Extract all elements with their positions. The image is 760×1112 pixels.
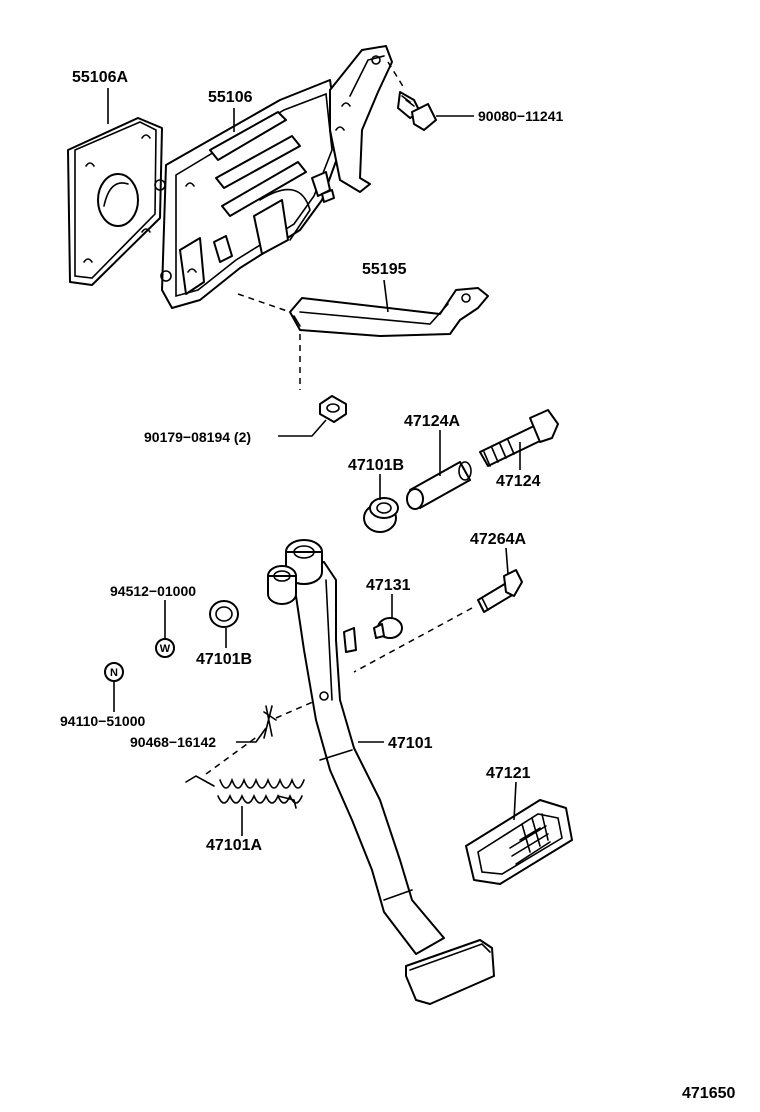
part-47131-stopper bbox=[373, 594, 403, 639]
part-47124-bolt bbox=[479, 409, 559, 470]
label-90179-08194: 90179−08194 (2) bbox=[144, 429, 251, 445]
label-47264A: 47264A bbox=[470, 531, 526, 548]
label-47131: 47131 bbox=[366, 577, 411, 594]
part-55106-bracket bbox=[154, 79, 341, 309]
label-47101B-top: 47101B bbox=[348, 457, 404, 474]
label-55106: 55106 bbox=[208, 89, 253, 106]
part-47101-brake-pedal bbox=[267, 539, 445, 955]
part-47124A-sleeve bbox=[406, 430, 472, 510]
part-55106A-plate bbox=[67, 117, 163, 286]
label-55195: 55195 bbox=[362, 261, 407, 278]
label-90468-16142: 90468−16142 bbox=[130, 734, 216, 750]
marker-w: W bbox=[160, 643, 171, 655]
part-47101A-spring bbox=[185, 735, 305, 836]
part-47121-pad-cover bbox=[465, 781, 573, 885]
label-47121: 47121 bbox=[486, 765, 531, 782]
label-94110-51000: 94110−51000 bbox=[60, 713, 145, 729]
label-47124A: 47124A bbox=[404, 413, 460, 430]
label-47124: 47124 bbox=[496, 473, 541, 490]
label-47101A: 47101A bbox=[206, 837, 262, 854]
label-90080-11241: 90080−11241 bbox=[478, 108, 563, 124]
part-90080-bolt bbox=[387, 61, 474, 131]
label-94512-01000: 94512−01000 bbox=[110, 583, 196, 599]
part-90468-clip bbox=[236, 697, 323, 743]
part-47101B-bushing-top bbox=[363, 474, 399, 533]
drawing-number: 471650 bbox=[682, 1085, 735, 1102]
part-47264A-bolt bbox=[353, 547, 523, 673]
label-55106A: 55106A bbox=[72, 69, 128, 86]
part-47101B-bushing-left bbox=[209, 600, 239, 648]
part-94110-nut-marker: N bbox=[104, 662, 124, 712]
label-47101: 47101 bbox=[388, 735, 433, 752]
part-90179-nut bbox=[278, 395, 347, 437]
part-55106-upper-tab bbox=[329, 45, 393, 193]
part-94512-washer-marker: W bbox=[155, 600, 175, 658]
label-47101B-left: 47101B bbox=[196, 651, 252, 668]
part-55195-arm bbox=[237, 279, 489, 390]
part-47101-pedal-pad bbox=[405, 939, 495, 1005]
marker-n: N bbox=[110, 667, 118, 679]
